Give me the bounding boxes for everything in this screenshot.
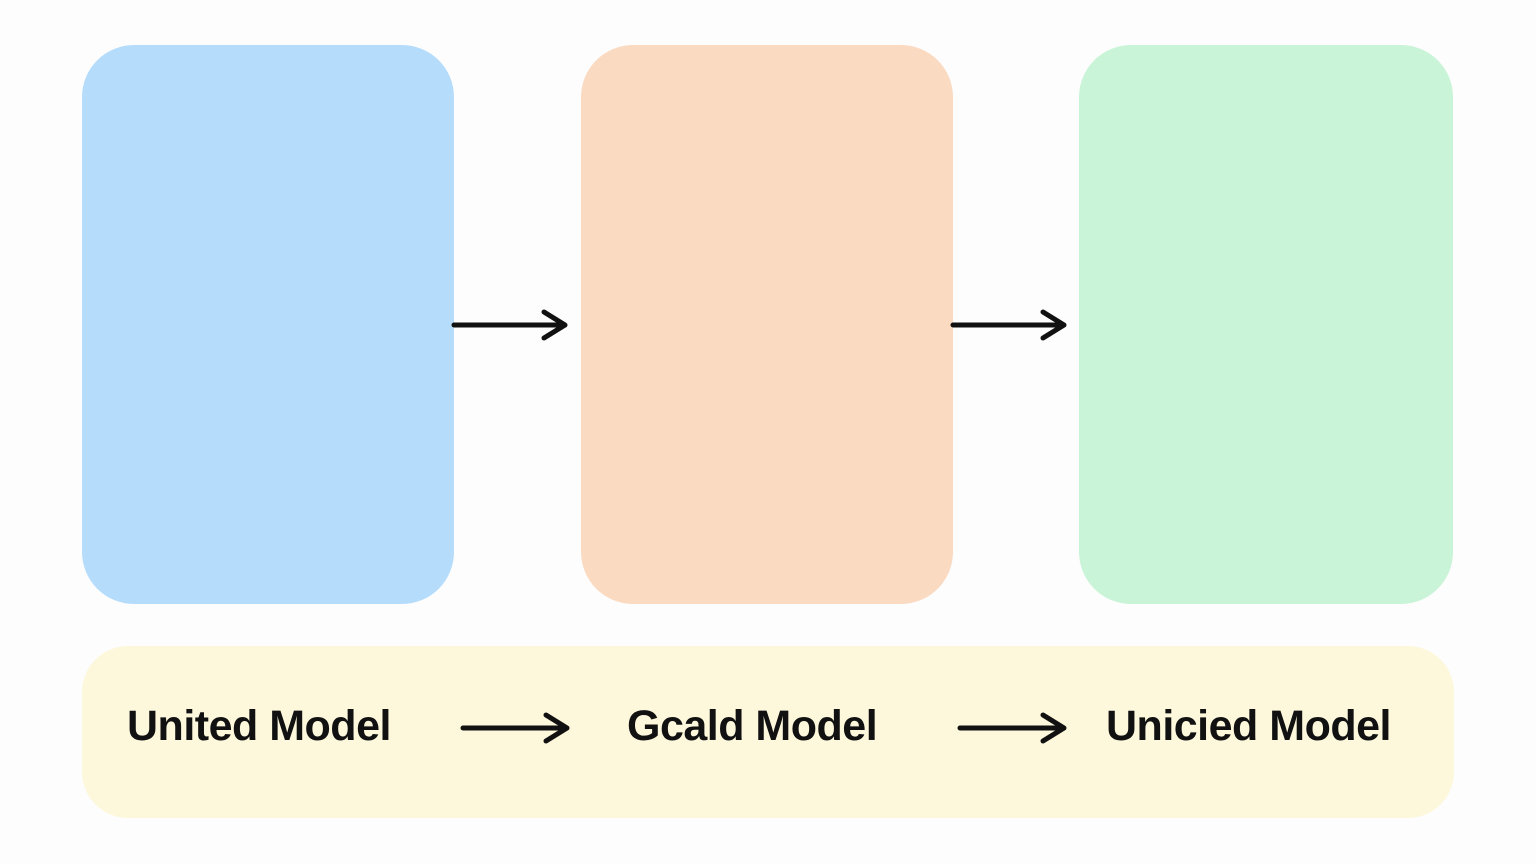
green-panel	[1079, 45, 1453, 604]
right-arrow-icon	[950, 309, 1067, 341]
footer-label-1: United Model	[127, 702, 391, 750]
blue-panel	[82, 45, 454, 604]
right-arrow-icon	[451, 309, 568, 341]
right-arrow-icon	[460, 712, 570, 744]
footer-label-2: Gcald Model	[627, 702, 878, 750]
right-arrow-icon	[957, 712, 1067, 744]
footer-bar	[82, 646, 1454, 818]
footer-label-3: Unicied Model	[1106, 702, 1391, 750]
peach-panel	[581, 45, 953, 604]
